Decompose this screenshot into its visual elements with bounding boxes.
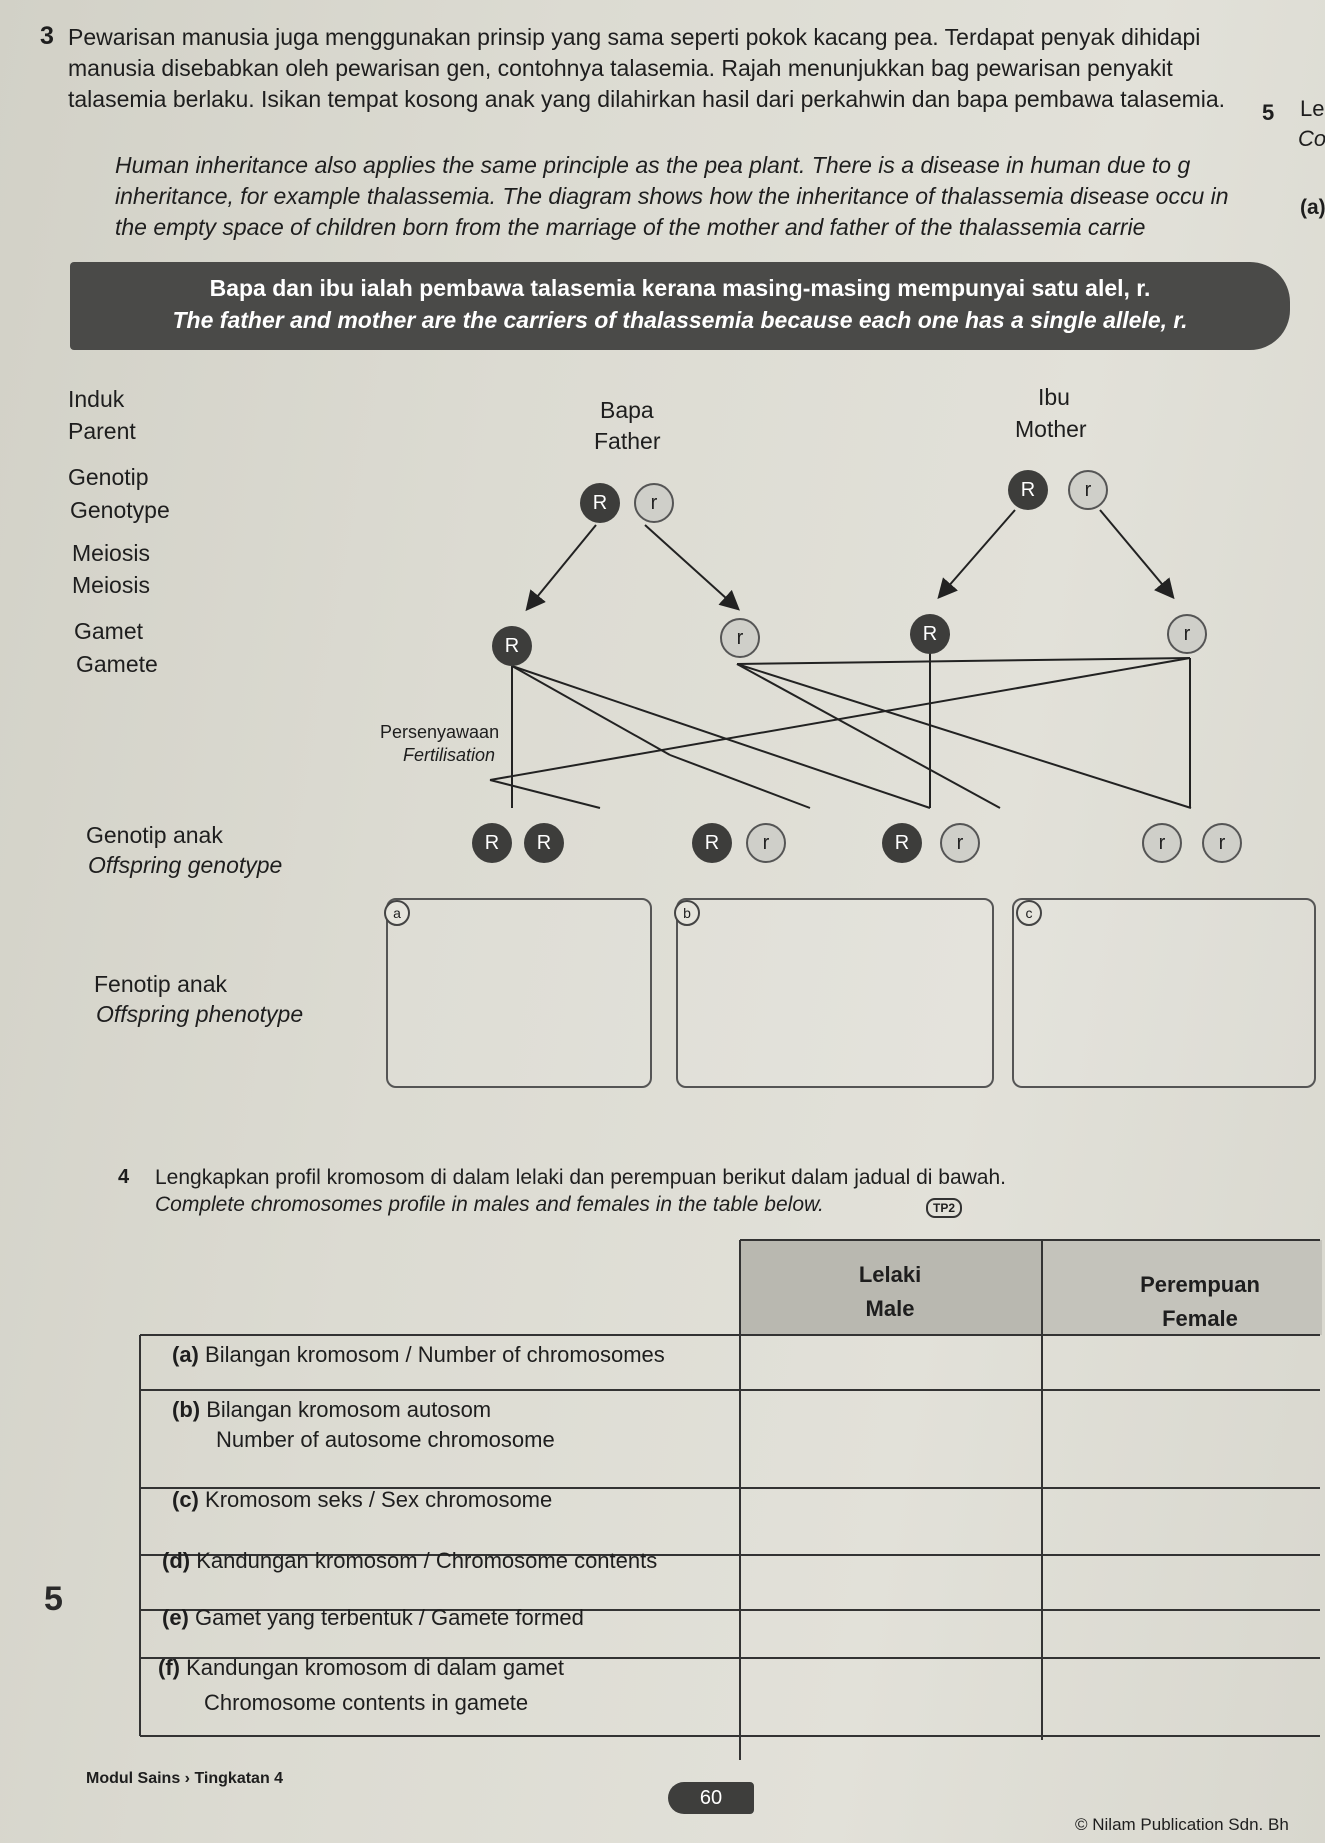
page-number: 60 [668,1782,754,1814]
question-4-malay-text: Lengkapkan profil kromosom di dalam lela… [155,1166,1006,1189]
answer-cell-c-male[interactable] [742,1490,1040,1553]
table-row-f-line2: Chromosome contents in gamete [204,1690,529,1715]
offspring-4-allele-2: r [1202,823,1242,863]
offspring-genotype-label-malay: Genotip anak [86,822,223,848]
answer-cell-a-female[interactable] [1044,1337,1320,1388]
fertilisation-line [489,657,1191,781]
side-cutoff-label: (a) [1300,196,1325,219]
father-allele-recessive: r [634,483,674,523]
father-label-english: Father [594,428,661,454]
answer-cell-f-female[interactable] [1044,1660,1320,1734]
mother-meiosis-arrow-right [1099,509,1175,600]
fertilisation-line [669,754,811,809]
question-3-malay-text: Pewarisan manusia juga menggunakan prins… [68,24,1226,112]
banner-malay: Bapa dan ibu ialah pembawa talasemia ker… [209,275,1151,301]
answer-cell-e-female[interactable] [1044,1612,1320,1656]
offspring-phenotype-label-english: Offspring phenotype [96,1001,304,1027]
father-meiosis-arrow-left [525,524,597,612]
fertilisation-line [489,779,601,809]
genotype-label-malay: Genotip [68,464,149,490]
banner-english: The father and mother are the carriers o… [172,307,1188,333]
fertilisation-line [511,665,931,809]
table-row-d: (d) Kandungan kromosom / Chromosome cont… [162,1548,658,1573]
side-cutoff-text-1: Le [1300,96,1325,121]
offspring-genotype-label-english: Offspring genotype [88,852,283,878]
gamete-mother-recessive: r [1167,614,1207,654]
father-label-malay: Bapa [600,397,654,423]
genotype-label-english: Genotype [70,497,170,523]
answer-cell-f-male[interactable] [742,1660,1040,1734]
offspring-1-allele-1: R [472,823,512,863]
table-row-a: (a) Bilangan kromosom / Number of chromo… [172,1342,665,1367]
gamete-label-malay: Gamet [74,618,144,644]
mother-label-malay: Ibu [1038,384,1070,410]
offspring-3-allele-1: R [882,823,922,863]
meiosis-label-malay: Meiosis [72,540,150,566]
father-meiosis-arrow-right [644,524,740,611]
table-row-b-line2: Number of autosome chromosome [216,1427,555,1452]
fertilisation-line [736,663,1001,809]
offspring-1-allele-2: R [524,823,564,863]
offspring-phenotype-label-malay: Fenotip anak [94,971,227,997]
offspring-2-allele-1: R [692,823,732,863]
answer-cell-d-female[interactable] [1044,1557,1320,1608]
question-4-number: 4 [118,1166,130,1188]
phenotype-answer-box-a[interactable] [386,898,652,1088]
mother-meiosis-arrow-left [937,509,1016,600]
chapter-number: 5 [44,1580,63,1618]
fertilisation-label-english: Fertilisation [403,745,496,765]
fertilisation-line [511,665,671,756]
gamete-label-english: Gamete [76,651,158,677]
table-row-e: (e) Gamet yang terbentuk / Gamete formed [162,1605,584,1630]
table-row-c: (c) Kromosom seks / Sex chromosome [172,1487,553,1512]
table-row-b: (b) Bilangan kromosom autosom [172,1397,492,1422]
father-allele-dominant: R [580,483,620,523]
phenotype-answer-box-b[interactable] [676,898,994,1088]
offspring-3-allele-2: r [940,823,980,863]
answer-cell-d-male[interactable] [742,1557,1040,1608]
question-3-english-text: Human inheritance also applies the same … [115,152,1229,240]
gamete-father-recessive: r [720,618,760,658]
table-header-male-english: Male [865,1296,915,1321]
question-4-english-text: Complete chromosomes profile in males an… [155,1193,824,1216]
gamete-mother-dominant: R [910,614,950,654]
box-b-label: b [674,900,700,926]
mother-allele-dominant: R [1008,470,1048,510]
box-a-label: a [384,900,410,926]
answer-cell-b-female[interactable] [1044,1392,1320,1486]
tp2-badge: TP2 [926,1198,963,1218]
table-header-male-malay: Lelaki [858,1262,922,1287]
parent-label-malay: Induk [68,386,125,412]
offspring-2-allele-2: r [746,823,786,863]
meiosis-label-english: Meiosis [72,572,150,598]
carrier-banner: Bapa dan ibu ialah pembawa talasemia ker… [70,262,1290,350]
table-row-f: (f) Kandungan kromosom di dalam gamet [158,1655,564,1680]
phenotype-answer-box-c[interactable] [1012,898,1316,1088]
offspring-4-allele-1: r [1142,823,1182,863]
box-c-label: c [1016,900,1042,926]
question-3-number: 3 [40,22,54,50]
side-cutoff-text-2: Co [1298,126,1325,151]
answer-cell-b-male[interactable] [742,1392,1040,1486]
mother-label-english: Mother [1015,416,1087,442]
table-header-female-malay: Perempuan [1140,1272,1260,1297]
module-title: Modul Sains › Tingkatan 4 [86,1770,284,1787]
answer-cell-a-male[interactable] [742,1337,1040,1388]
fertilisation-line [736,657,1191,665]
gamete-father-dominant: R [492,626,532,666]
answer-cell-c-female[interactable] [1044,1490,1320,1553]
fertilisation-line [736,663,1192,809]
table-header-female-english: Female [1162,1306,1238,1331]
side-question-number: 5 [1262,100,1275,125]
answer-cell-e-male[interactable] [742,1612,1040,1656]
mother-allele-recessive: r [1068,470,1108,510]
fertilisation-label-malay: Persenyawaan [380,722,500,742]
copyright: © Nilam Publication Sdn. Bh [1075,1815,1289,1834]
parent-label-english: Parent [68,418,136,444]
